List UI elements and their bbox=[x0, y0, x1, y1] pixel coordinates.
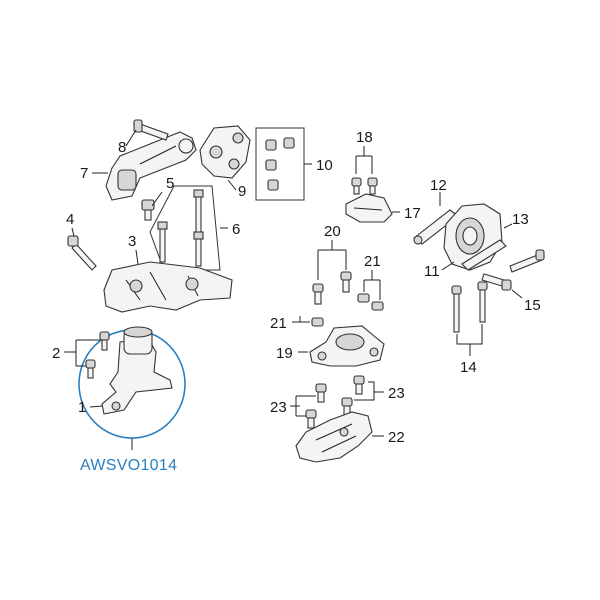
callout-1: 1 bbox=[78, 399, 86, 416]
bolt-set-part-6[interactable] bbox=[149, 185, 221, 271]
nut-set-part-10[interactable] bbox=[255, 127, 305, 201]
callout-23-right: 23 bbox=[388, 385, 405, 402]
callout-11: 11 bbox=[424, 263, 440, 280]
bolts-part-20[interactable] bbox=[312, 271, 352, 305]
callout-10: 10 bbox=[316, 157, 333, 174]
callout-3: 3 bbox=[128, 233, 136, 250]
callout-19: 19 bbox=[276, 345, 293, 362]
bolt-part-4[interactable] bbox=[67, 235, 97, 271]
callout-7: 7 bbox=[80, 165, 88, 182]
callout-5: 5 bbox=[166, 175, 174, 192]
bracket-part-17[interactable] bbox=[345, 193, 393, 223]
engine-mount-part-1[interactable] bbox=[101, 326, 173, 415]
support-bracket-part-3[interactable] bbox=[103, 261, 233, 313]
bolts-part-2[interactable] bbox=[85, 331, 110, 379]
callout-23-left: 23 bbox=[270, 399, 287, 416]
callout-9: 9 bbox=[238, 183, 246, 200]
link-part-12[interactable] bbox=[413, 209, 459, 245]
callout-14: 14 bbox=[460, 359, 477, 376]
callout-15: 15 bbox=[524, 297, 541, 314]
callout-6: 6 bbox=[232, 221, 240, 238]
part-number-label: AWSVO1014 bbox=[80, 457, 177, 474]
transmission-mount-part-19[interactable] bbox=[309, 325, 385, 367]
callout-8: 8 bbox=[118, 139, 126, 156]
bolt-part-15[interactable] bbox=[481, 249, 545, 291]
callout-13: 13 bbox=[512, 211, 529, 228]
callout-12: 12 bbox=[430, 177, 447, 194]
callout-22: 22 bbox=[388, 429, 405, 446]
callout-20: 20 bbox=[324, 223, 341, 240]
bolts-part-18[interactable] bbox=[351, 177, 378, 195]
bolt-part-8[interactable] bbox=[133, 119, 169, 141]
torque-rod-part-7[interactable] bbox=[105, 131, 197, 201]
callout-21-upper: 21 bbox=[364, 253, 381, 270]
callout-17: 17 bbox=[404, 205, 421, 222]
rod-part-13[interactable] bbox=[461, 239, 507, 271]
callout-18: 18 bbox=[356, 129, 373, 146]
callout-21-lower: 21 bbox=[270, 315, 287, 332]
callout-2: 2 bbox=[52, 345, 60, 362]
rear-mount-part-11[interactable] bbox=[443, 203, 503, 271]
nut-part-21-lower[interactable] bbox=[311, 317, 324, 327]
nuts-part-21-upper[interactable] bbox=[357, 293, 384, 311]
bolts-part-23[interactable] bbox=[305, 375, 365, 429]
bracket-part-9[interactable] bbox=[199, 125, 251, 179]
callout-4: 4 bbox=[66, 211, 74, 228]
bracket-part-22[interactable] bbox=[295, 411, 373, 463]
highlighted-mount-group[interactable] bbox=[78, 326, 186, 439]
bolt-part-5[interactable] bbox=[141, 199, 155, 221]
bolts-part-14[interactable] bbox=[451, 281, 488, 333]
